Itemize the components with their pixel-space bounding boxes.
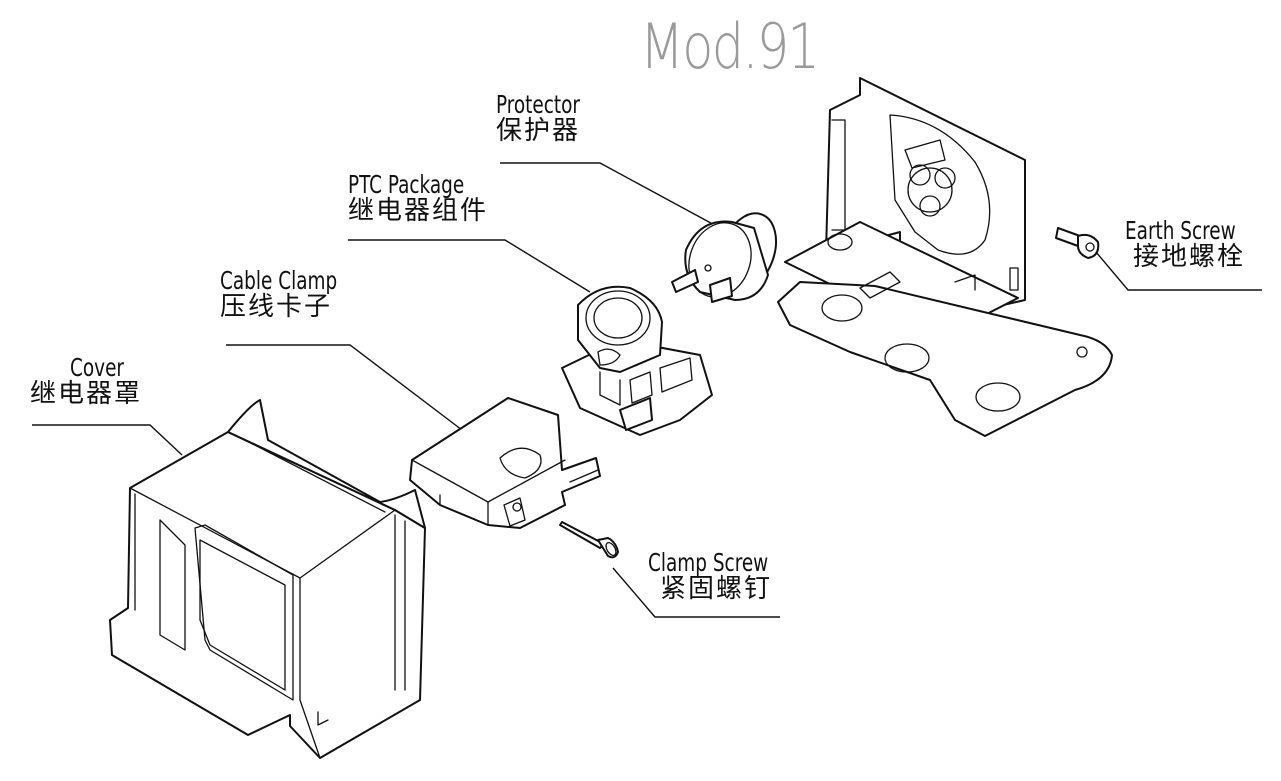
leader-clamp-screw <box>612 567 780 618</box>
label-earth-screw-en: Earth Screw <box>1125 216 1236 245</box>
model-title: Mod.91 <box>640 10 820 83</box>
leader-protector <box>500 162 721 229</box>
protector-part <box>671 212 778 303</box>
label-cover: Cover 继电器罩 <box>30 353 143 410</box>
label-clamp-screw-zh: 紧固螺钉 <box>660 574 773 605</box>
label-ptc-package-zh: 继电器组件 <box>348 196 489 227</box>
label-protector: Protector 保护器 <box>496 90 598 147</box>
label-cable-clamp: Cable Clamp 压线卡子 <box>220 266 363 323</box>
label-clamp-screw: Clamp Screw 紧固螺钉 <box>648 548 795 605</box>
label-cable-clamp-en: Cable Clamp <box>220 266 338 295</box>
label-earth-screw: Earth Screw 接地螺栓 <box>1125 216 1260 273</box>
leader-lines <box>32 162 1262 618</box>
leader-cover <box>32 424 183 456</box>
cable-clamp-part <box>409 397 601 529</box>
label-protector-zh: 保护器 <box>496 116 581 147</box>
ptc-package-part <box>561 285 713 436</box>
earth-bracket-part <box>777 77 1113 437</box>
label-cable-clamp-zh: 压线卡子 <box>220 292 333 323</box>
label-clamp-screw-en: Clamp Screw <box>648 548 769 577</box>
earth-screw-part <box>1055 227 1100 259</box>
clamp-screw-part <box>559 521 619 559</box>
label-ptc-package: PTC Package 继电器组件 <box>348 170 490 227</box>
label-cover-en: Cover <box>70 353 125 382</box>
label-cover-zh: 继电器罩 <box>30 379 143 410</box>
leader-cable-clamp <box>226 344 463 431</box>
label-protector-en: Protector <box>496 90 580 119</box>
label-ptc-package-en: PTC Package <box>348 170 465 199</box>
leader-ptc <box>348 239 591 293</box>
label-earth-screw-zh: 接地螺栓 <box>1133 242 1246 273</box>
leader-earth-screw <box>1095 251 1262 291</box>
cover-part <box>109 399 426 759</box>
